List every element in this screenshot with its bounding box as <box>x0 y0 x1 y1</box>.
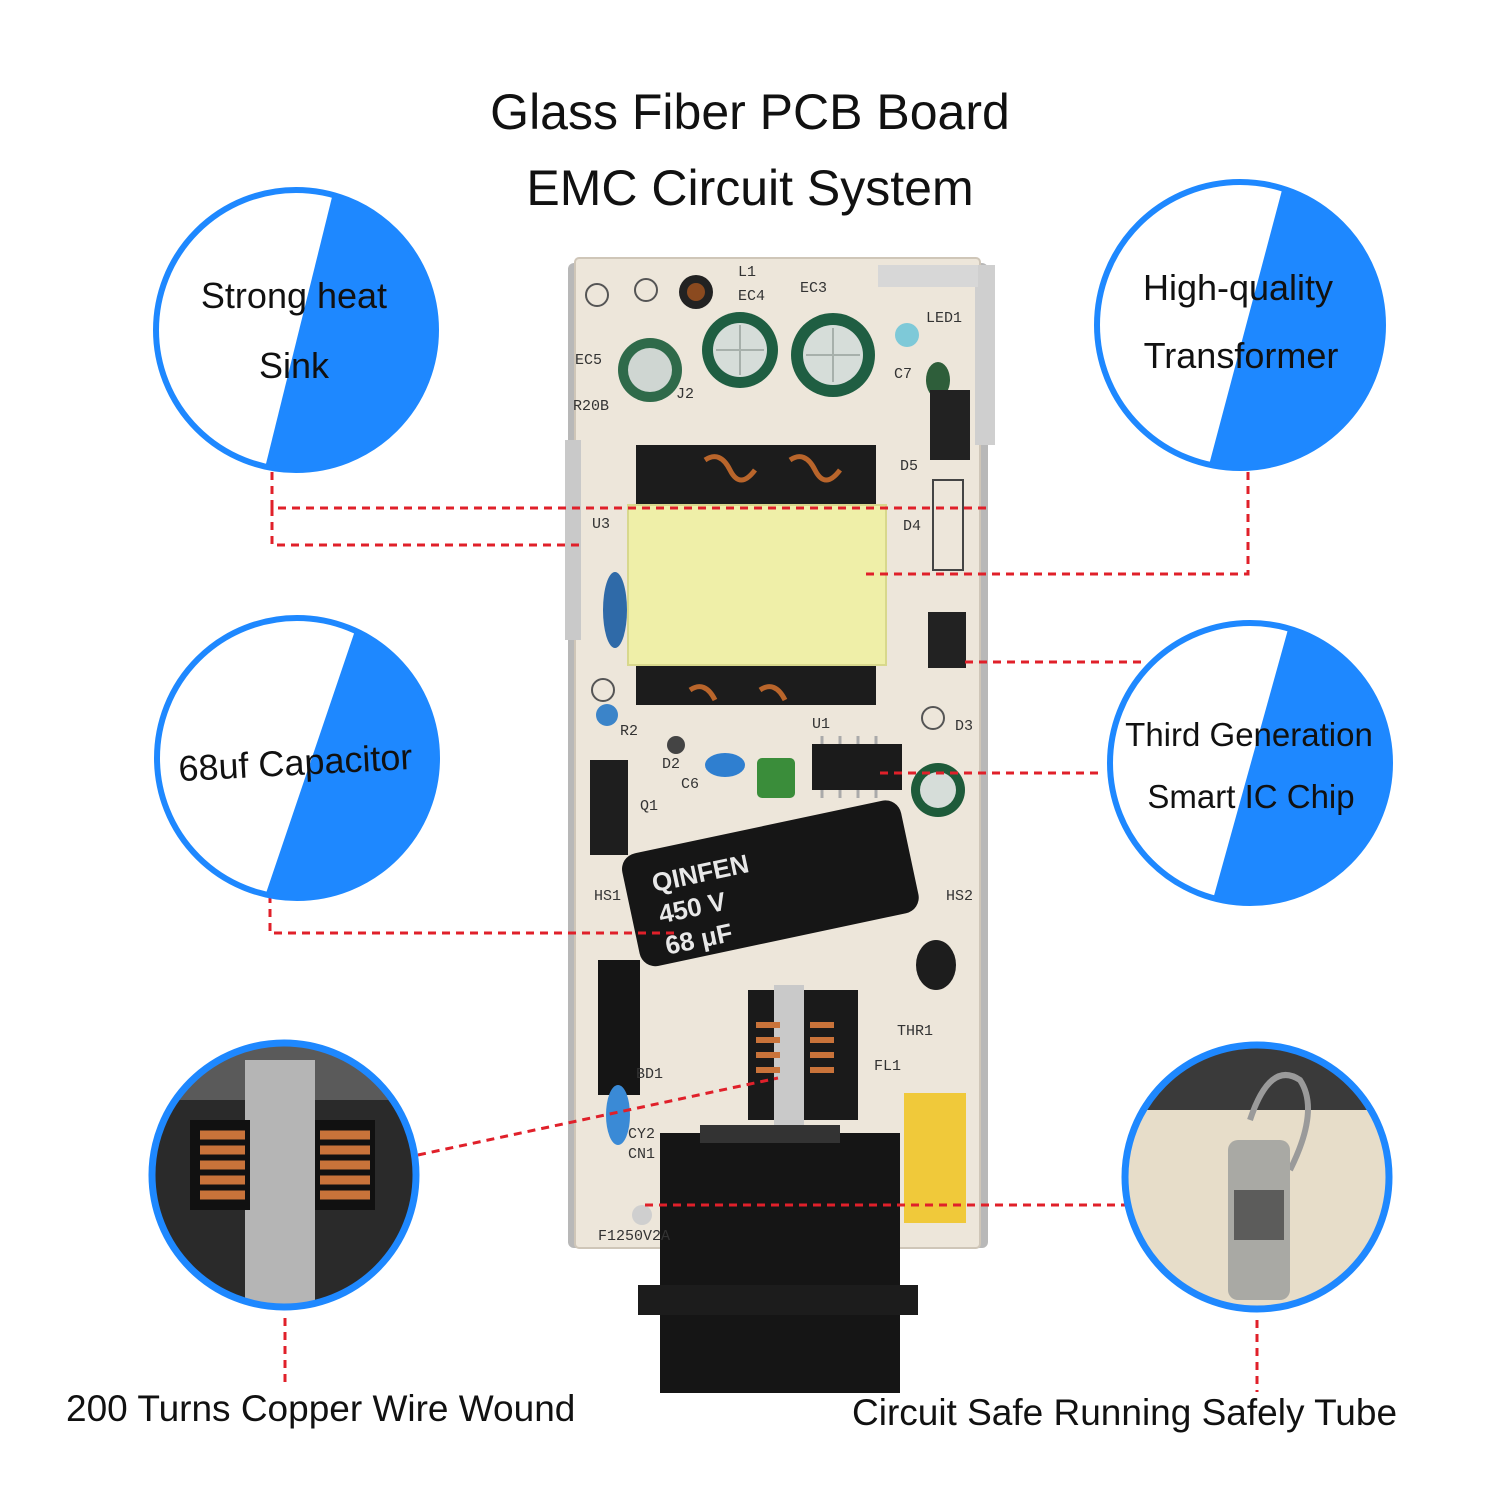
mosfet-q1 <box>590 760 628 855</box>
leader-capacitor <box>268 895 680 935</box>
mark-r20b: R20B <box>573 398 609 415</box>
optocoupler <box>928 612 966 668</box>
transformer-label-1: High-quality <box>1143 267 1333 308</box>
ic-chip-label-2: Smart IC Chip <box>1147 778 1354 815</box>
title-line-2: EMC Circuit System <box>526 160 974 216</box>
mark-j2: J2 <box>676 386 694 403</box>
pcb-board: QINFEN 450 V 68 μF EC5 EC4 EC3 L1 R20B <box>565 257 995 1393</box>
mark-hs1: HS1 <box>594 888 621 905</box>
callout-capacitor: 68uf Capacitor <box>154 615 440 901</box>
led-icon <box>895 323 919 347</box>
y-capacitor <box>603 572 627 648</box>
leader-heat-sink-b <box>270 508 580 547</box>
mark-thr1: THR1 <box>897 1023 933 1040</box>
common-mode-choke <box>748 985 858 1125</box>
mark-ec4: EC4 <box>738 288 765 305</box>
mark-u3: U3 <box>592 516 610 533</box>
mark-u1: U1 <box>812 716 830 733</box>
capacitor-ec5 <box>618 338 682 402</box>
mark-d5: D5 <box>900 458 918 475</box>
mark-bd1: BD1 <box>636 1066 663 1083</box>
mark-ec5: EC5 <box>575 352 602 369</box>
mark-d4: D4 <box>903 518 921 535</box>
mark-l1: L1 <box>738 264 756 281</box>
bridge-rectifier <box>598 960 640 1095</box>
leader-lines <box>268 455 1259 1392</box>
transformer <box>627 445 887 705</box>
mark-d2: D2 <box>662 756 680 773</box>
mark-cy2: CY2 <box>628 1126 655 1143</box>
callout-heat-sink: Strong heat Sink <box>153 187 439 473</box>
mark-c6: C6 <box>681 776 699 793</box>
mark-c7: C7 <box>894 366 912 383</box>
mark-d3: D3 <box>955 718 973 735</box>
heat-sink-right <box>975 265 995 445</box>
heat-sink-label-2: Sink <box>259 345 330 386</box>
title-line-1: Glass Fiber PCB Board <box>490 84 1010 140</box>
mark-ec3: EC3 <box>800 280 827 297</box>
power-connector <box>638 1125 918 1393</box>
callout-ic-chip: Third Generation Smart IC Chip <box>1107 620 1393 906</box>
mark-hs2: HS2 <box>946 888 973 905</box>
capacitor-ec4 <box>702 312 778 388</box>
pcb-silkscreen: EC5 EC4 EC3 L1 R20B J2 C7 LED1 U3 D5 D4 … <box>573 264 973 1245</box>
callout-transformer: High-quality Transformer <box>1094 179 1386 471</box>
leader-transformer <box>866 455 1250 576</box>
mark-r2: R2 <box>620 723 638 740</box>
leader-copper-wire <box>417 1076 779 1157</box>
mark-led1: LED1 <box>926 310 962 327</box>
mark-q1: Q1 <box>640 798 658 815</box>
heat-sink-left <box>565 440 581 640</box>
x-capacitor <box>904 1093 966 1223</box>
film-capacitor <box>757 758 795 798</box>
ic-chip <box>812 736 902 798</box>
mark-fl1: FL1 <box>874 1058 901 1075</box>
capacitor-68uf: QINFEN 450 V 68 μF <box>622 800 919 967</box>
mark-cn1: CN1 <box>628 1146 655 1163</box>
caption-copper-wire: 200 Turns Copper Wire Wound <box>66 1388 576 1429</box>
transformer-label-2: Transformer <box>1144 335 1339 376</box>
inset-copper-wire <box>148 1039 420 1311</box>
caption-safety-tube: Circuit Safe Running Safely Tube <box>852 1392 1398 1433</box>
ic-chip-label-1: Third Generation <box>1125 716 1373 753</box>
capacitor-ec3 <box>791 313 875 397</box>
inset-safety-tube <box>1121 1041 1393 1313</box>
mark-fuse: F1250V2A <box>598 1228 670 1245</box>
heat-sink-label-1: Strong heat <box>201 275 387 316</box>
